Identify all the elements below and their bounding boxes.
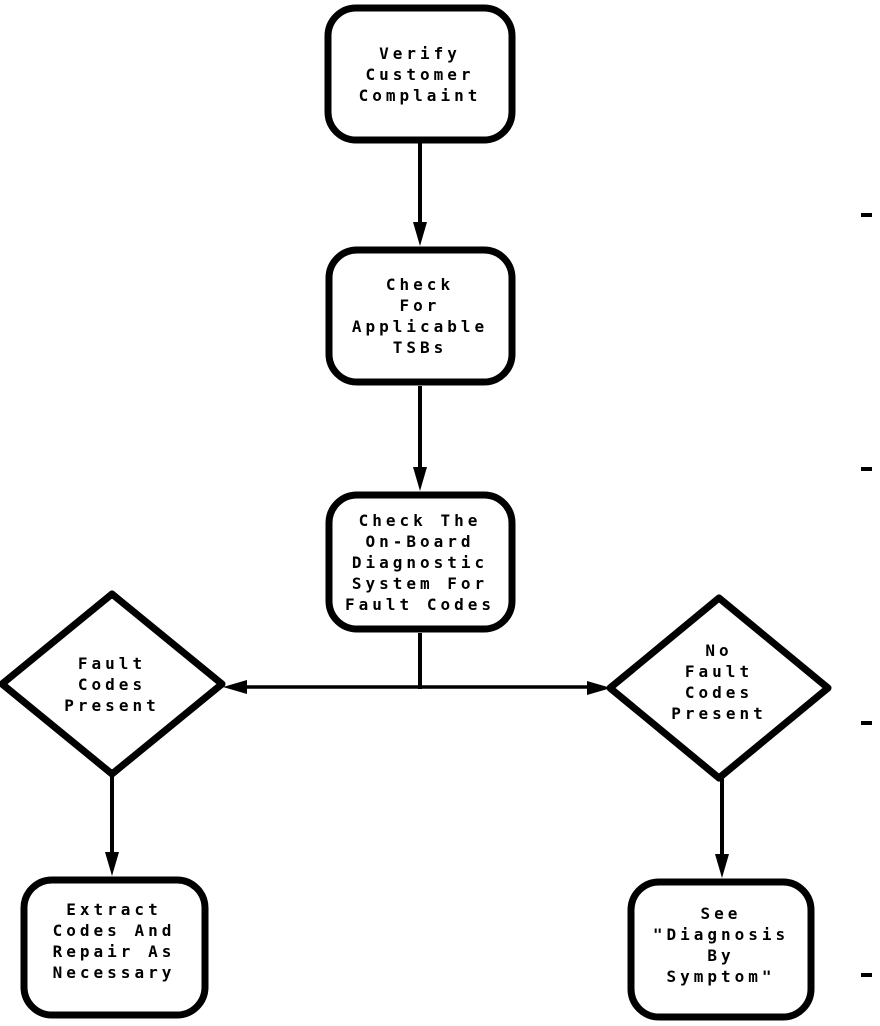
process-box-tsbs — [325, 246, 516, 386]
decision-diamond-fault-codes — [0, 590, 226, 778]
decision-diamond-no-fault-codes — [606, 594, 832, 782]
page-edge-tick — [861, 467, 872, 471]
arrowhead-down-icon — [715, 854, 729, 878]
page-edge-tick — [861, 973, 872, 977]
arrowhead-left-icon — [223, 680, 247, 694]
process-box-verify — [324, 4, 516, 144]
arrowhead-down-icon — [413, 222, 427, 246]
process-box-see-symptom — [627, 878, 815, 1021]
process-box-extract — [20, 876, 209, 1019]
arrowhead-right-icon — [587, 681, 611, 695]
arrowhead-down-icon — [413, 467, 427, 491]
page-edge-tick — [861, 721, 872, 725]
page-edge-tick — [861, 213, 872, 217]
arrowhead-down-icon — [105, 852, 119, 876]
process-box-obd — [325, 491, 516, 633]
